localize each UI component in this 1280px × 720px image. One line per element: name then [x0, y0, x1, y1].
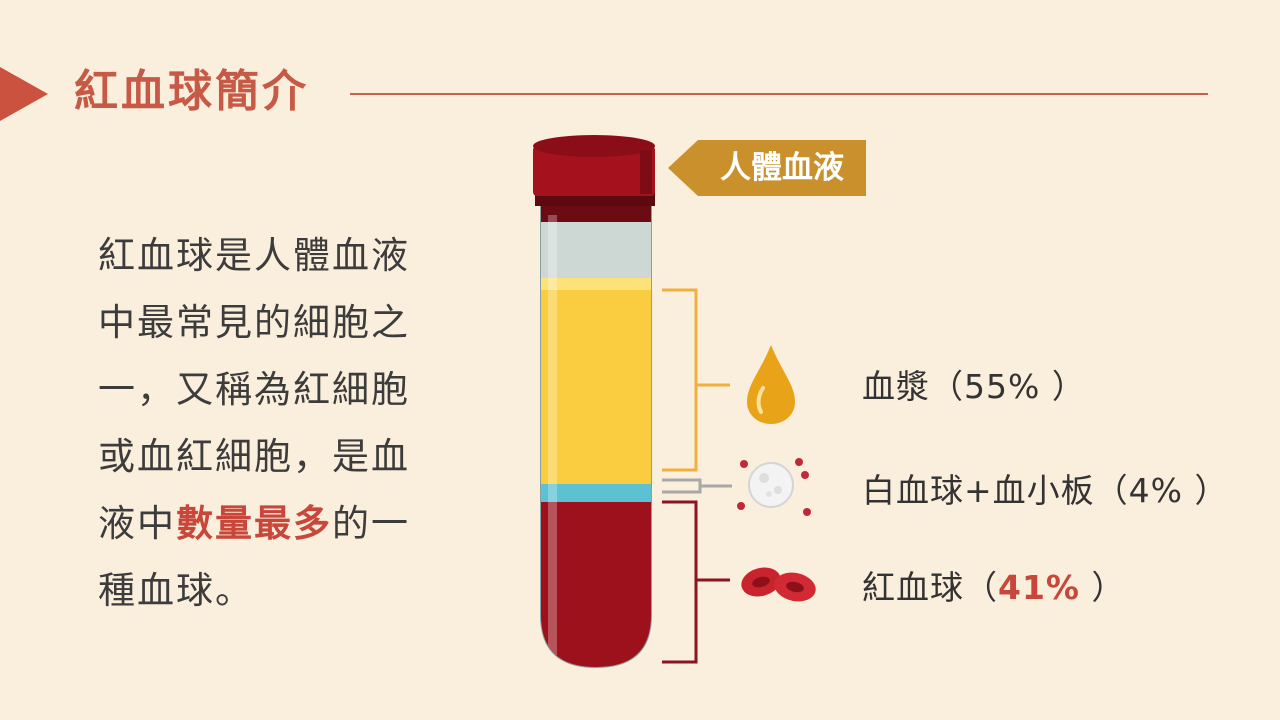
- plasma-label-value: 55%: [964, 367, 1041, 406]
- plasma-drop-icon: [747, 345, 795, 424]
- white-cell-icon: [737, 458, 811, 516]
- test-tube-cap: [533, 146, 655, 196]
- red-cell-icon: [741, 567, 816, 602]
- description-highlight: 數量最多: [176, 502, 332, 545]
- plasma-label-name: 血漿（: [862, 367, 964, 406]
- plasma-label-suffix: ）: [1040, 367, 1086, 406]
- tag-arrow-icon: [668, 140, 698, 196]
- buffy-bracket: [662, 478, 732, 494]
- plasma-bracket: [662, 288, 730, 472]
- white-cell-label-value: 4%: [1128, 471, 1184, 510]
- red-cell-label: 紅血球（41% ）: [862, 561, 1126, 609]
- red-cell-bracket: [662, 500, 730, 664]
- white-cell-label-name: 白血球+血小板（: [862, 471, 1129, 510]
- white-cell-label-suffix: ）: [1183, 471, 1229, 510]
- page-title: 紅血球簡介: [74, 66, 309, 117]
- red-cell-layer: [541, 502, 651, 667]
- plasma-label: 血漿（55% ）: [862, 360, 1086, 408]
- description-paragraph: 紅血球是人體血液中最常見的細胞之一，又稱為紅細胞或血紅細胞，是血液中數量最多的一…: [98, 222, 448, 624]
- description-text: 紅血球是人體血液中最常見的細胞之一，又稱為紅細胞或血紅細胞，是血液中: [98, 234, 410, 545]
- red-cell-label-value: 41%: [998, 568, 1080, 607]
- white-cell-label: 白血球+血小板（4% ）: [862, 464, 1229, 512]
- red-cell-label-name: 紅血球（: [862, 568, 998, 607]
- title-divider: [350, 93, 1208, 95]
- buffy-coat-layer: [541, 484, 651, 502]
- red-cell-label-suffix: ）: [1080, 568, 1126, 607]
- tube-tag-label: 人體血液: [698, 140, 866, 196]
- title-arrow-icon: [0, 67, 48, 121]
- description-text-end: 的一種血球。: [98, 502, 410, 612]
- plasma-layer: [541, 290, 651, 484]
- plasma-surface: [541, 278, 651, 290]
